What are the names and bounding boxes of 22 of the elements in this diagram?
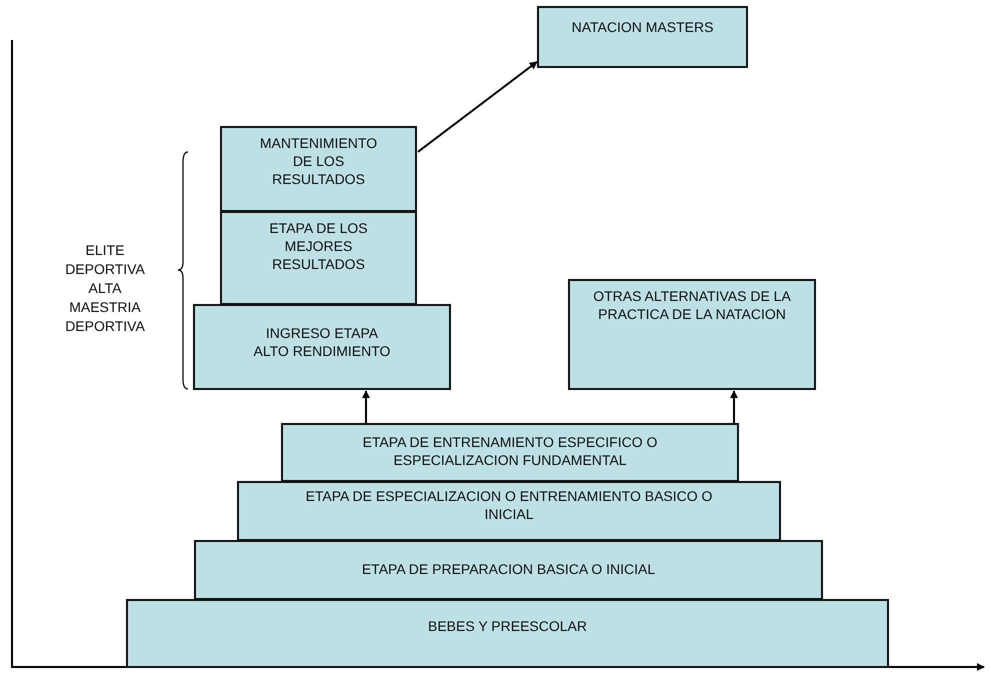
stage-box <box>281 423 739 482</box>
stage-box <box>537 6 748 68</box>
stage-box <box>194 540 823 600</box>
arrow <box>362 390 370 423</box>
stage-label: NATACION MASTERS <box>572 18 714 36</box>
stage-label: ETAPA DE LOS MEJORES RESULTADOS <box>268 219 369 273</box>
arrow <box>730 390 738 423</box>
stage-box <box>193 304 451 390</box>
group-label: ELITE DEPORTIVA ALTA MAESTRIA DEPORTIVA <box>64 241 146 336</box>
stage-box <box>220 126 417 212</box>
stage-label: BEBES Y PREESCOLAR <box>428 617 587 635</box>
stage-box <box>237 481 781 541</box>
stage-label: ETAPA DE ENTRENAMIENTO ESPECIFICO O ESPECIALIZACION FUNDAMENTAL <box>362 433 658 469</box>
arrow <box>417 61 538 153</box>
stage-label: ETAPA DE PREPARACION BASICA O INICIAL <box>362 560 656 578</box>
stage-box <box>220 211 417 305</box>
stage-label: INGRESO ETAPA ALTO RENDIMIENTO <box>252 324 392 360</box>
stage-label: MANTENIMIENTO DE LOS RESULTADOS <box>258 134 378 188</box>
stage-box <box>126 599 889 668</box>
stage-box <box>568 279 816 390</box>
stage-label: OTRAS ALTERNATIVAS DE LA PRACTICA DE LA NATACION <box>592 287 792 323</box>
stage-label: ETAPA DE ESPECIALIZACION O ENTRENAMIENTO BASICO O INICIAL <box>304 487 714 523</box>
